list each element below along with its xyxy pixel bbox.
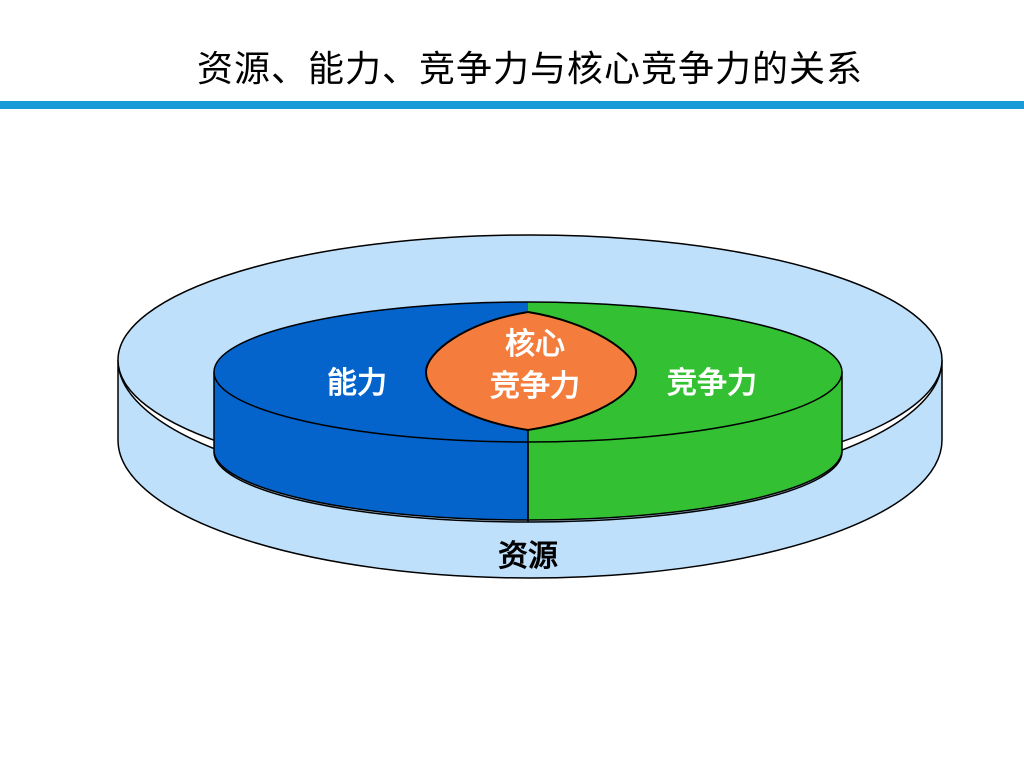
core-competitiveness-lens [424, 310, 638, 432]
competitiveness-cylinder-top [528, 301, 843, 443]
competitiveness-cylinder [528, 301, 843, 523]
title-rule [0, 101, 1024, 109]
ability-cylinder-top [213, 301, 528, 443]
ability-label: 能力 [327, 366, 387, 401]
ability-cylinder [213, 301, 528, 523]
slide-title: 资源、能力、竞争力与核心竞争力的关系 [196, 49, 863, 90]
competitiveness-label: 竞争力 [667, 366, 757, 401]
core-label-line2: 竞争力 [490, 369, 580, 404]
core-label-line1: 核心 [505, 327, 565, 362]
resource-label: 资源 [498, 539, 558, 574]
